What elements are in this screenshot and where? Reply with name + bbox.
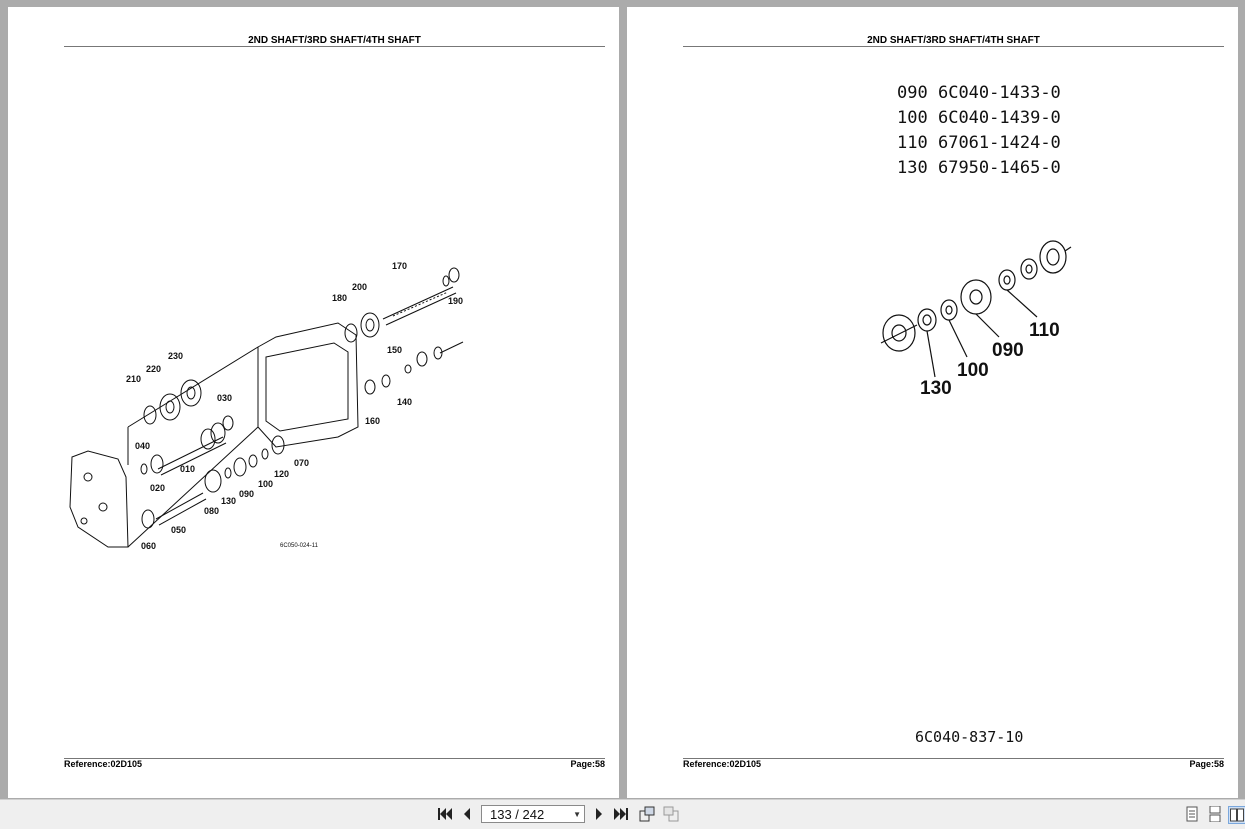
footer-rule — [683, 758, 1224, 759]
callout-label: 010 — [180, 464, 195, 474]
footer-page-number: Page:58 — [1189, 759, 1224, 769]
parts-list: 090 6C040-1433-0 100 6C040-1439-0 110 67… — [897, 81, 1061, 181]
callout-label: 100 — [957, 360, 989, 381]
parts-row: 110 67061-1424-0 — [897, 133, 1061, 153]
callout-label: 030 — [217, 393, 232, 403]
callout-label: 180 — [332, 293, 347, 303]
footer-rule — [64, 758, 605, 759]
callout-label: 050 — [171, 525, 186, 535]
diagram-callouts: 170 190 200 180 150 230 220 210 030 140 … — [126, 261, 463, 551]
callout-label: 120 — [274, 469, 289, 479]
parts-row: 130 67950-1465-0 — [897, 158, 1061, 178]
callout-label: 020 — [150, 483, 165, 493]
header-rule — [683, 46, 1224, 47]
page-indicator: 133 / 242 — [490, 807, 545, 822]
exploded-view-diagram: 170 190 200 180 150 230 220 210 030 140 … — [69, 261, 464, 551]
gear-assembly-diagram: 130 100 090 110 — [880, 240, 1072, 399]
left-document-page: 2ND SHAFT/3RD SHAFT/4TH SHAFT — [8, 7, 619, 798]
footer-page-number: Page:58 — [570, 759, 605, 769]
callout-label: 090 — [992, 340, 1024, 361]
footer-reference: Reference:02D105 — [64, 759, 143, 769]
right-document-page: 2ND SHAFT/3RD SHAFT/4TH SHAFT 090 6C040-… — [627, 7, 1238, 798]
single-page-view-icon[interactable] — [1184, 806, 1200, 822]
header-rule — [64, 46, 605, 47]
viewer-toolbar: 133 / 242 ▼ — [0, 799, 1245, 829]
callout-label: 170 — [392, 261, 407, 271]
callout-label: 200 — [352, 282, 367, 292]
callout-label: 110 — [1029, 320, 1060, 341]
rotate-clockwise-icon[interactable] — [639, 806, 655, 822]
callout-label: 060 — [141, 541, 156, 551]
figure-code: 6C040-837-10 — [915, 728, 1024, 746]
callout-label: 230 — [168, 351, 183, 361]
page-header: 2ND SHAFT/3RD SHAFT/4TH SHAFT — [248, 35, 421, 46]
figure-code: 6C050-024-11 — [280, 543, 319, 549]
callout-label: 130 — [920, 378, 952, 399]
callout-label: 220 — [146, 364, 161, 374]
parts-row: 100 6C040-1439-0 — [897, 108, 1061, 128]
page-number-select[interactable]: 133 / 242 ▼ — [481, 805, 585, 823]
rotate-counterclockwise-icon[interactable] — [663, 806, 679, 822]
callout-label: 150 — [387, 345, 402, 355]
first-page-icon[interactable] — [437, 806, 453, 822]
callout-label: 080 — [204, 506, 219, 516]
next-page-icon[interactable] — [591, 806, 607, 822]
continuous-view-icon[interactable] — [1207, 806, 1223, 822]
two-page-view-icon[interactable] — [1228, 806, 1245, 824]
gear-callouts: 130 100 090 110 — [920, 320, 1060, 399]
parts-row: 090 6C040-1433-0 — [897, 83, 1061, 103]
callout-label: 140 — [397, 397, 412, 407]
callout-label: 210 — [126, 374, 141, 384]
previous-page-icon[interactable] — [459, 806, 475, 822]
callout-label: 070 — [294, 458, 309, 468]
callout-label: 190 — [448, 296, 463, 306]
callout-label: 090 — [239, 489, 254, 499]
callout-label: 130 — [221, 496, 236, 506]
last-page-icon[interactable] — [613, 806, 629, 822]
callout-label: 160 — [365, 416, 380, 426]
callout-label: 100 — [258, 479, 273, 489]
chevron-down-icon: ▼ — [573, 810, 581, 819]
footer-reference: Reference:02D105 — [683, 759, 762, 769]
callout-label: 040 — [135, 441, 150, 451]
page-header: 2ND SHAFT/3RD SHAFT/4TH SHAFT — [867, 35, 1040, 46]
